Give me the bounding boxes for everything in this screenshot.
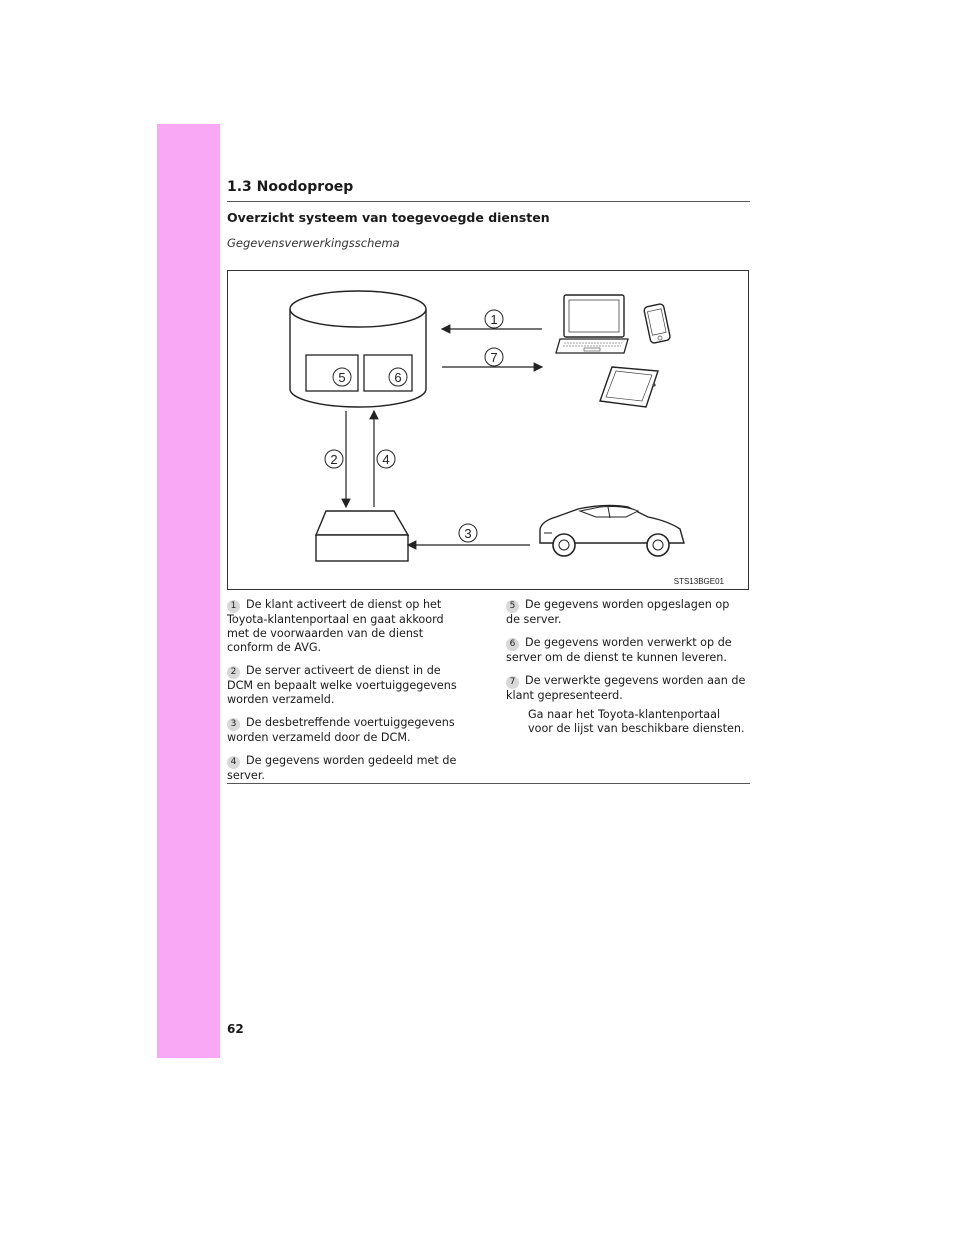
dcm-icon: [314, 510, 410, 562]
label-6: 6: [394, 370, 401, 385]
laptop-icon: [555, 294, 629, 354]
info-note: Ga naar het Toyota-klantenportaal voor d…: [528, 708, 745, 735]
label-circle-6: [388, 367, 408, 387]
item-number: 1: [227, 600, 240, 613]
label-circle-3: [458, 523, 478, 543]
car-icon: [539, 504, 685, 557]
item-text: De gegevens worden gedeeld met de server…: [227, 754, 457, 782]
item-number: 5: [506, 600, 519, 613]
smartphone-icon: [643, 303, 671, 344]
chapter-sidebar: [157, 124, 220, 1058]
item-number: 3: [227, 718, 240, 731]
tablet-icon: [599, 366, 659, 408]
section-title: 1.3 Noodoproep: [227, 179, 354, 195]
item-number: 6: [506, 638, 519, 651]
page-number: 62: [227, 1022, 244, 1036]
label-5: 5: [338, 370, 345, 385]
server-icon: [289, 290, 427, 408]
diagram-svg: 1 2 3 4 5 6 7: [289, 290, 685, 562]
item-text: De desbetreffende voertuiggegevens worde…: [227, 716, 455, 744]
bottom-divider: [227, 783, 750, 784]
item-text: De klant activeert de dienst op het Toyo…: [227, 598, 444, 654]
item-text: De gegevens worden verwerkt op de server…: [506, 636, 732, 664]
label-7: 7: [490, 350, 497, 365]
label-circle-2: [324, 449, 344, 469]
label-circle-5: [332, 367, 352, 387]
item-text: De gegevens worden opgeslagen op de serv…: [506, 598, 730, 626]
item-text: De server activeert de dienst in de DCM …: [227, 664, 457, 706]
label-2: 2: [330, 452, 337, 467]
item-number: 2: [227, 666, 240, 679]
page-subtitle: Gegevensverwerkingsschema: [227, 236, 400, 250]
label-3: 3: [464, 526, 471, 541]
label-1: 1: [490, 312, 497, 327]
label-circle-7: [484, 347, 504, 367]
data-flow-diagram: 1 2 3 4 5 6 7 STS13BGE01: [227, 270, 749, 590]
label-circle-1: [484, 309, 504, 329]
label-4: 4: [382, 452, 389, 467]
page-title: Overzicht systeem van toegevoegde dienst…: [227, 210, 550, 225]
item-number: 4: [227, 756, 240, 769]
item-number: 7: [506, 676, 519, 689]
figure-code: STS13BGE01: [673, 577, 724, 586]
label-circle-4: [376, 449, 396, 469]
section-header: 1.3 Noodoproep: [227, 179, 750, 202]
item-text: De verwerkte gegevens worden aan de klan…: [506, 674, 746, 702]
